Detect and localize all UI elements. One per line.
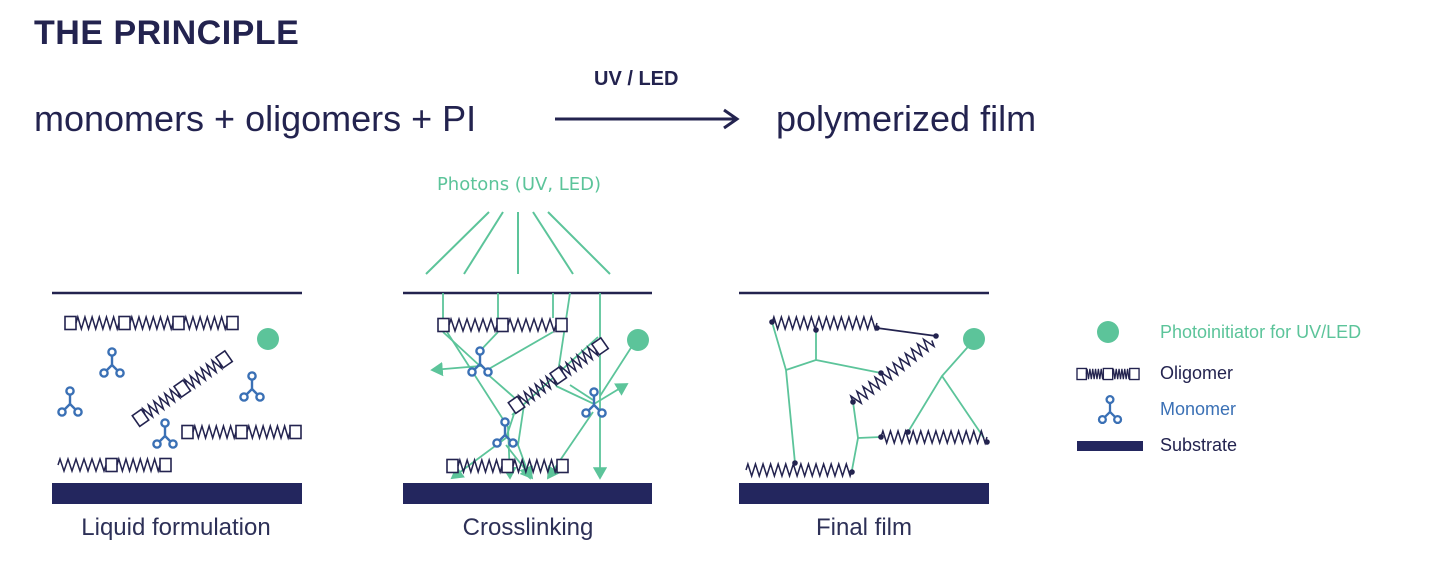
polymer-chain-icon xyxy=(771,314,878,332)
crosslink-line xyxy=(857,436,882,439)
monomer-icon xyxy=(492,417,518,448)
legend-label-oligomer: Oligomer xyxy=(1160,363,1234,383)
oligomer-icon xyxy=(181,423,302,441)
final-film-contents xyxy=(745,314,990,479)
photoinitiator-dot-icon xyxy=(1097,321,1119,343)
panel-crosslinking xyxy=(403,291,652,504)
polymer-chain-icon xyxy=(880,428,988,446)
monomer-icon xyxy=(57,386,83,417)
page-title: THE PRINCIPLE xyxy=(34,14,300,52)
oligomer-icon xyxy=(446,457,569,475)
monomer-icon xyxy=(581,387,607,418)
chain-end-dot xyxy=(878,370,884,376)
liquid-formulation-contents xyxy=(57,314,302,474)
legend-label-photoinitiator: Photoinitiator for UV/LED xyxy=(1160,322,1362,342)
monomer-branch-icon xyxy=(1097,394,1123,425)
chain-end-dot xyxy=(849,469,855,475)
chain-end-dot xyxy=(813,327,819,333)
photoinitiator-icon xyxy=(257,328,279,350)
chain-end-dot xyxy=(984,439,990,445)
substrate-bar xyxy=(52,483,302,504)
crosslink-line xyxy=(569,384,594,401)
crosslinking-contents xyxy=(430,292,649,480)
equation-condition: UV / LED xyxy=(594,68,679,90)
polymer-bond-line xyxy=(876,327,937,337)
photons-label: Photons (UV, LED) xyxy=(437,174,601,195)
panel-caption-crosslinking: Crosslinking xyxy=(462,514,594,541)
equation-reactants: monomers + oligomers + PI xyxy=(34,98,477,139)
crosslink-line xyxy=(430,331,483,377)
monomer-icon xyxy=(239,371,265,402)
crosslink-line xyxy=(450,407,517,480)
oligomer-icon xyxy=(437,316,568,334)
monomer-icon xyxy=(467,346,493,377)
polymer-chain-icon xyxy=(849,337,936,406)
equation-product: polymerized film xyxy=(776,98,1037,139)
oligomer-chain-icon xyxy=(1076,367,1140,381)
chain-end-dot xyxy=(850,399,856,405)
crosslink-line xyxy=(815,359,882,374)
crosslink-line xyxy=(486,331,554,371)
monomer-icon xyxy=(99,347,125,378)
monomer-icon xyxy=(152,418,178,449)
legend-label-monomer: Monomer xyxy=(1160,399,1237,419)
crosslink-line xyxy=(771,321,796,464)
reaction-arrow-icon xyxy=(555,108,740,130)
chain-end-dot xyxy=(878,434,884,440)
crosslink-line xyxy=(484,371,518,401)
chain-end-dot xyxy=(905,429,911,435)
polymer-chain-icon xyxy=(745,461,853,479)
substrate-bar-icon xyxy=(1077,441,1143,451)
oligomer-icon xyxy=(131,349,234,428)
crosslink-line xyxy=(941,375,985,439)
panel-final-film xyxy=(739,291,989,504)
legend-label-substrate: Substrate xyxy=(1160,435,1238,455)
oligomer-icon xyxy=(64,314,239,332)
crosslink-line xyxy=(851,401,859,471)
crosslink-line xyxy=(785,330,817,371)
crosslink-line xyxy=(546,411,594,480)
substrate-bar xyxy=(739,483,989,504)
crosslink-line xyxy=(599,339,637,397)
panel-caption-final: Final film xyxy=(815,514,912,541)
crosslink-line xyxy=(505,444,534,480)
substrate-bar xyxy=(403,483,652,504)
photoinitiator-icon xyxy=(963,328,985,350)
panel-caption-liquid: Liquid formulation xyxy=(81,514,271,541)
chain-end-dot xyxy=(874,325,880,331)
photoinitiator-icon xyxy=(627,329,649,351)
chain-end-dot xyxy=(792,460,798,466)
panel-liquid-formulation xyxy=(52,291,302,504)
chain-end-dot xyxy=(769,319,775,325)
chain-end-dot xyxy=(933,333,939,339)
oligomer-icon xyxy=(57,456,172,474)
photon-rays xyxy=(425,211,611,275)
oligomer-icon xyxy=(507,336,610,415)
